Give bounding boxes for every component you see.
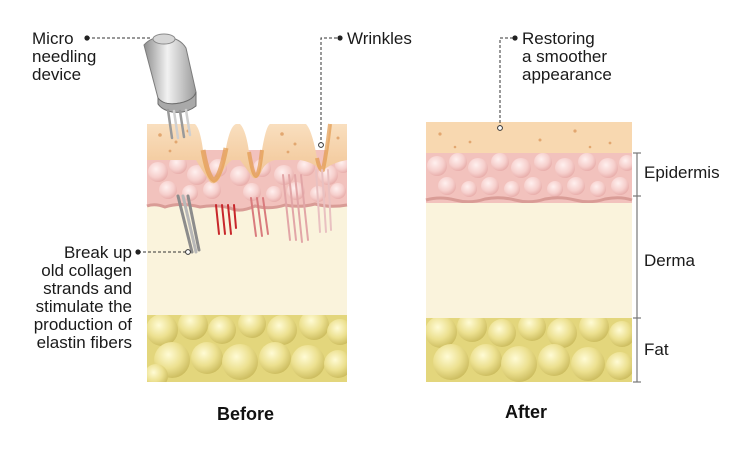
- before-outer-skin-layer: [147, 124, 347, 184]
- break-up-collagen-label: Break up old collagen strands and stimul…: [33, 243, 132, 352]
- microneedling-device-label: Micro needling device: [32, 30, 96, 84]
- fat-label: Fat: [644, 340, 669, 359]
- before-puncture-marks: [215, 169, 332, 243]
- after-fat-cells: [426, 318, 632, 382]
- before-epidermis-cells: [148, 156, 347, 202]
- after-skin-block: [425, 122, 633, 382]
- before-caption: Before: [217, 404, 275, 424]
- after-epidermis-cells: [427, 153, 632, 197]
- epidermis-label: Epidermis: [644, 163, 720, 182]
- derma-label: Derma: [644, 251, 696, 270]
- before-derma-layer: [147, 200, 347, 315]
- after-outer-skin-layer: [426, 122, 632, 153]
- before-skin-block: [146, 123, 348, 382]
- inserted-needles: [176, 194, 201, 254]
- after-derma-layer: [426, 203, 632, 318]
- before-skin-flakes: [158, 129, 340, 154]
- layer-bracket: [633, 152, 641, 383]
- microneedling-device-icon: [143, 33, 197, 140]
- leader-lines: [87, 37, 515, 253]
- leader-dots: [84, 35, 518, 255]
- restoring-label: Restoring a smoother appearance: [522, 29, 612, 84]
- after-caption: After: [505, 402, 548, 422]
- before-fat-cells: [147, 315, 347, 382]
- microneedling-label-line-1: Micro needling device: [32, 29, 97, 84]
- wrinkles-label: Wrinkles: [347, 29, 412, 48]
